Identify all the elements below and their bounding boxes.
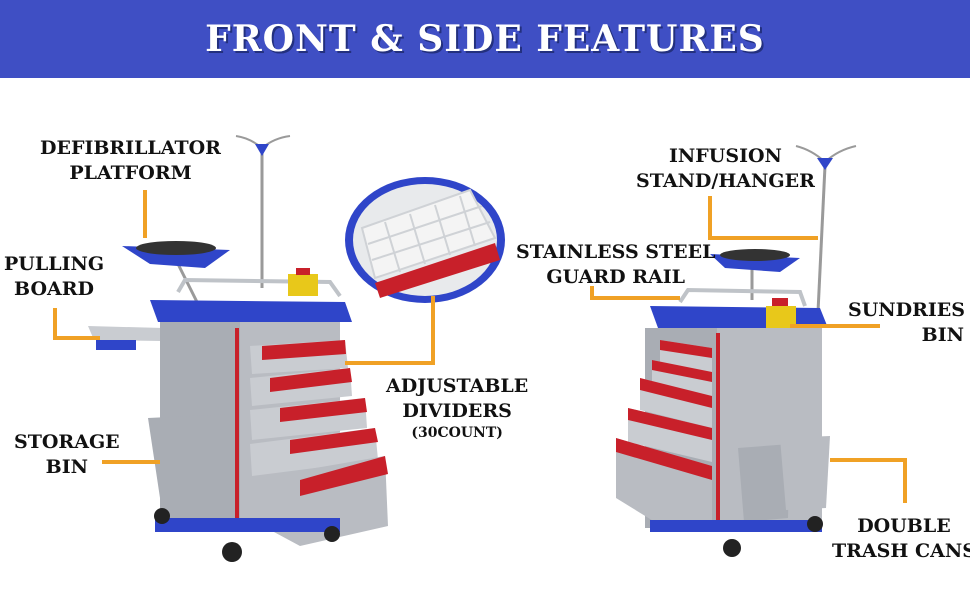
label-trash-cans: DOUBLE TRASH CANS [832, 514, 970, 564]
page-title: FRONT & SIDE FEATURES [205, 18, 765, 60]
label-infusion-stand: INFUSION STAND/HANGER [636, 144, 815, 194]
label-storage-bin: STORAGE BIN [14, 430, 120, 480]
pulling-board-line2: BOARD [14, 278, 95, 300]
title-banner: FRONT & SIDE FEATURES [0, 0, 970, 78]
storage-bin-line1: STORAGE [14, 431, 120, 453]
front-cart-image [88, 135, 388, 562]
label-sundries-bin: SUNDRIES BIN [848, 298, 966, 348]
dividers-count: (30COUNT) [411, 425, 503, 441]
storage-bin-line2: BIN [45, 456, 88, 478]
trash-cans-line2: TRASH CANS [832, 540, 970, 562]
infusion-line1: INFUSION [669, 145, 782, 167]
label-guard-rail: STAINLESS STEEL GUARD RAIL [516, 240, 715, 290]
dividers-line2: DIVIDERS [402, 400, 512, 422]
dividers-line1: ADJUSTABLE [386, 375, 529, 397]
trash-cans-line1: DOUBLE [857, 515, 951, 537]
label-defibrillator-platform: DEFIBRILLATOR PLATFORM [40, 136, 221, 186]
callout-lines [53, 190, 907, 503]
side-cart-image [616, 145, 857, 557]
label-pulling-board: PULLING BOARD [4, 252, 104, 302]
defibrillator-label-line2: PLATFORM [69, 162, 192, 184]
label-adjustable-dividers: ADJUSTABLE DIVIDERS (30COUNT) [386, 374, 528, 442]
sundries-line2: BIN [921, 324, 964, 346]
infusion-line2: STAND/HANGER [636, 170, 815, 192]
guard-rail-line1: STAINLESS STEEL [516, 241, 716, 263]
divider-tray-inset-image [345, 177, 505, 303]
pulling-board-line1: PULLING [4, 253, 105, 275]
sundries-line1: SUNDRIES [848, 299, 966, 321]
guard-rail-line2: GUARD RAIL [546, 266, 686, 288]
defibrillator-label-line1: DEFIBRILLATOR [40, 137, 221, 159]
cart-illustration [53, 135, 907, 562]
